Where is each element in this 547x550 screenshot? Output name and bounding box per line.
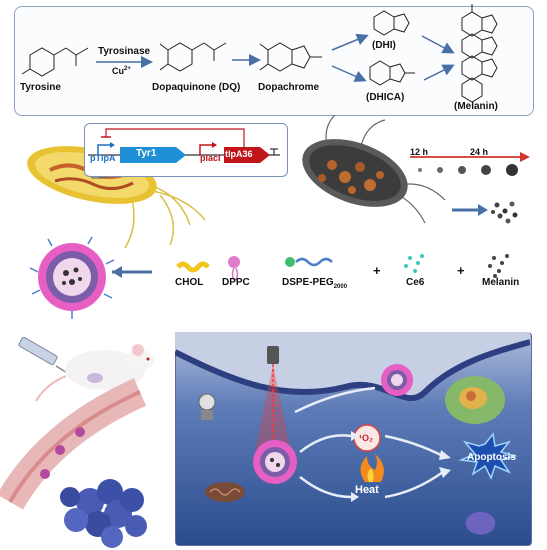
- apoptosis-label: Apoptosis: [467, 452, 516, 463]
- time-12h: 12 h: [410, 147, 429, 157]
- liposome-in-cell: [253, 440, 297, 484]
- dopachrome-label: Dopachrome: [258, 82, 320, 93]
- dppc-label: DPPC: [222, 277, 250, 288]
- dopachrome-structure: [259, 42, 322, 72]
- dspe-peg-label: DSPE-PEG2000: [282, 277, 348, 290]
- particle-dot: [418, 168, 422, 172]
- chol-label: CHOL: [175, 277, 204, 288]
- melanin-pathway-panel: [14, 6, 534, 116]
- ce6-label: Ce6: [406, 277, 425, 288]
- gene-tyr1: Tyr1: [136, 148, 157, 159]
- camera-icon: [198, 393, 216, 420]
- pathway-structures: [21, 4, 498, 103]
- apoptosis-burst: [458, 432, 518, 480]
- plasmid-diagram: [88, 128, 280, 163]
- tyrosinase-label: Tyrosinase: [98, 46, 151, 57]
- dppc-icon: [228, 256, 240, 281]
- promoter-placi: placI: [200, 153, 221, 163]
- dhi-label: (DHI): [372, 40, 396, 51]
- tumor-mass: [60, 479, 147, 548]
- melanin-label: (Melanin): [454, 101, 498, 112]
- mitochondria-icon: [205, 482, 245, 502]
- dhica-structure: [369, 60, 415, 86]
- melanin-particles-icon: [488, 254, 509, 278]
- dopaquinone-label: Dopaquinone (DQ): [152, 82, 241, 93]
- singlet-oxygen-label: ¹O₂: [359, 433, 373, 443]
- melanin-component-label: Melanin: [482, 277, 520, 288]
- mechanism-arrows: [294, 386, 444, 499]
- arrow-to-dhica: [331, 65, 367, 82]
- particle-dot: [506, 164, 518, 176]
- melanin-particles: [491, 201, 518, 224]
- particle-dot: [458, 166, 466, 174]
- tyrosine-structure: [21, 47, 89, 77]
- dhica-label: (DHICA): [366, 92, 405, 103]
- melanin-producing-bacterium: [302, 115, 446, 224]
- arrow-to-dhi: [331, 33, 369, 51]
- cell-membrane: [175, 339, 530, 401]
- liposome-formulation: [29, 236, 509, 319]
- chol-icon: [176, 261, 210, 273]
- mouse-icon: [35, 344, 154, 402]
- melanin-structure: [461, 4, 498, 103]
- plus-sign: +: [373, 263, 381, 278]
- fire-icon: [360, 454, 384, 482]
- syringe-icon: [18, 336, 73, 377]
- heat-label: Heat: [355, 484, 379, 496]
- plus-sign: +: [457, 263, 465, 278]
- particle-dot: [481, 165, 491, 175]
- tumor-cell: [445, 376, 505, 424]
- arrow-dhi-melanin: [421, 35, 455, 54]
- liposome-nanoparticle: [29, 236, 115, 319]
- cofactor-label: Cu2+: [112, 66, 131, 76]
- dspe-peg-icon: [285, 257, 333, 267]
- apoptotic-cell: [465, 511, 496, 535]
- in-vivo-illustration: [0, 336, 154, 548]
- liposome-endocytosis: [381, 364, 413, 396]
- gene-tlpa36: tlpA36: [225, 149, 253, 159]
- ce6-icon: [404, 254, 424, 273]
- dopaquinone-structure: [159, 42, 227, 72]
- mechanism-diagram: [175, 332, 530, 535]
- dhi-structure: [373, 10, 410, 36]
- particle-dot: [437, 167, 443, 173]
- time-24h: 24 h: [470, 147, 489, 157]
- tyrosine-label: Tyrosine: [20, 82, 61, 93]
- arrow-dhica-melanin: [423, 64, 455, 81]
- laser-icon: [255, 346, 291, 452]
- promoter-ptlpa: pTlpA: [90, 153, 116, 163]
